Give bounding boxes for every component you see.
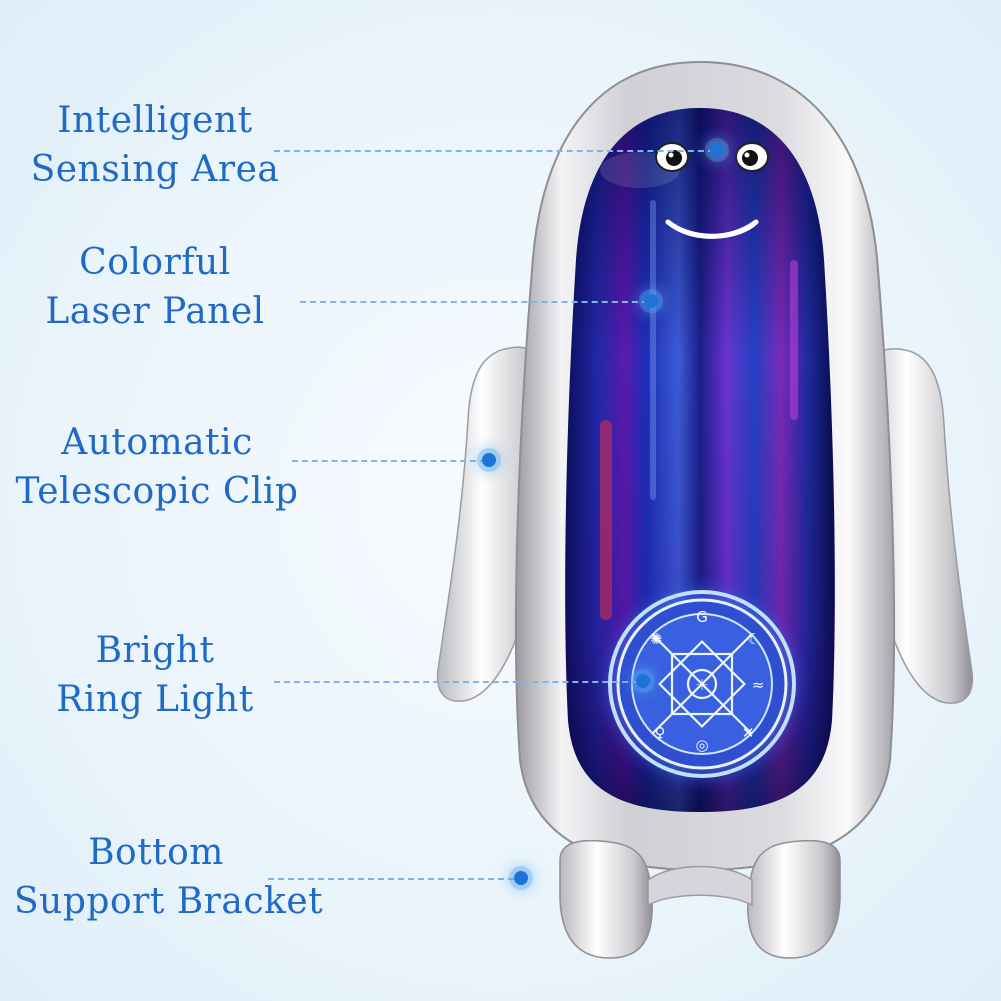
leader-line [292,460,486,462]
leader-line [268,878,514,880]
svg-text:≈: ≈ [752,676,765,694]
callout-label-sensing-area: Intelligent Sensing Area [20,96,290,194]
callout-line: Laser Panel [45,291,265,332]
callout-line: Sensing Area [30,149,280,190]
ring-light: G ☾ ☀ ✺ ♀ ✕ ≈ ◎ [598,580,806,788]
svg-text:☾: ☾ [747,630,760,648]
svg-text:♀: ♀ [655,724,666,742]
callout-dot [636,674,650,688]
callout-line: Colorful [79,242,231,283]
svg-text:✺: ✺ [650,630,663,648]
callout-line: Support Bracket [14,881,324,922]
smile [665,219,759,239]
callout-dot [710,143,724,157]
svg-text:◎: ◎ [695,736,708,754]
leader-line [274,681,638,683]
callout-line: Bright [95,630,215,671]
svg-text:☀: ☀ [695,676,708,694]
leader-line [274,150,714,152]
svg-text:✕: ✕ [742,724,755,742]
callout-label-support-bracket: Bottom Support Bracket [14,828,324,926]
callout-line: Telescopic Clip [15,471,299,512]
bottom-bracket [559,839,653,959]
callout-label-telescopic-clip: Automatic Telescopic Clip [12,418,302,516]
leader-line [300,301,648,303]
callout-dot [644,294,658,308]
callout-line: Bottom [88,832,224,873]
callout-line: Intelligent [57,100,253,141]
callout-line: Ring Light [56,679,254,720]
callout-dot [482,453,496,467]
callout-dot [514,871,528,885]
callout-line: Automatic [61,422,253,463]
callout-label-ring-light: Bright Ring Light [20,626,290,724]
callout-label-laser-panel: Colorful Laser Panel [20,238,290,336]
svg-text:G: G [696,608,708,626]
